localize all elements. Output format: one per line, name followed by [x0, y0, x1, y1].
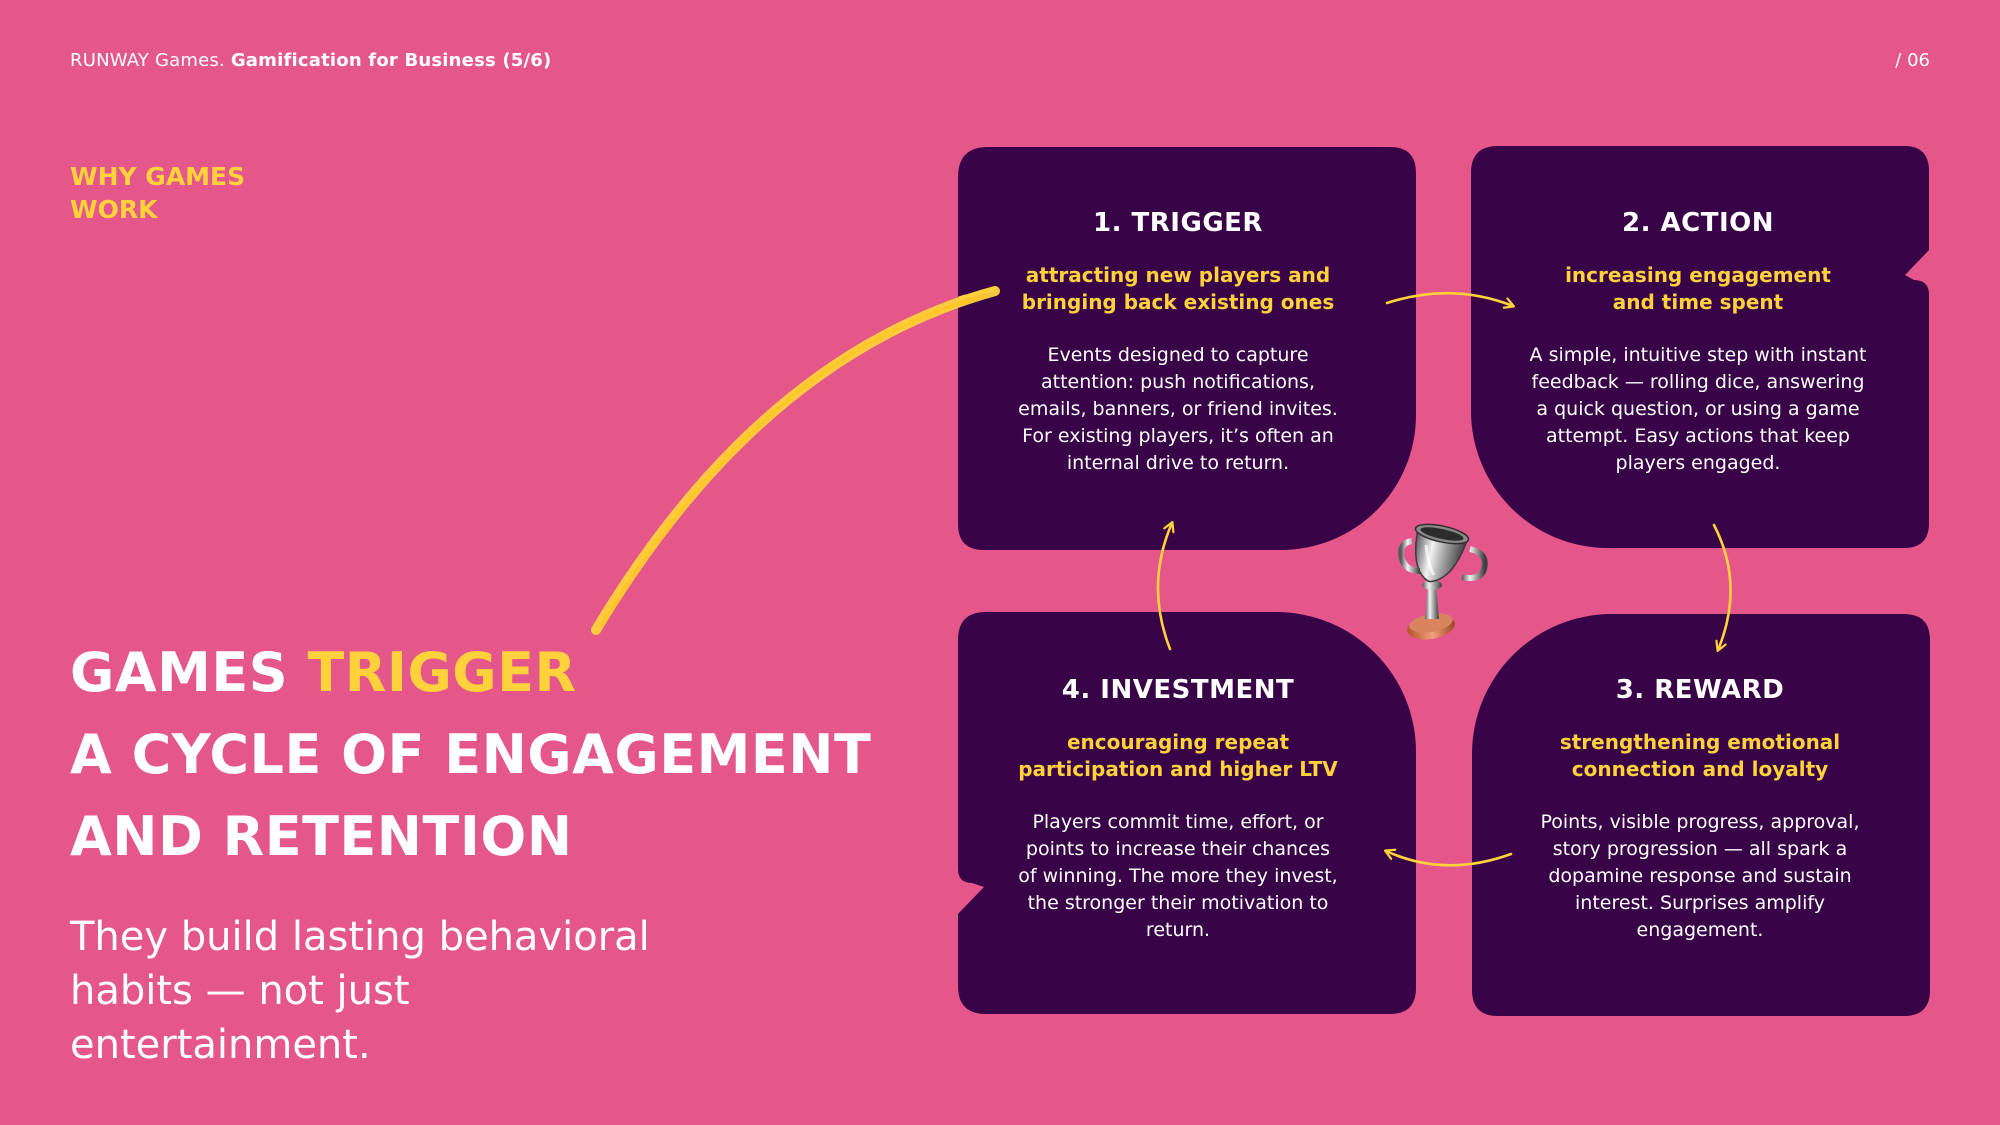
card-trigger: 1. TRIGGER attracting new players and br…	[958, 206, 1398, 477]
card-title: 4. INVESTMENT	[1061, 675, 1295, 705]
card-title: 3. REWARD	[1615, 675, 1785, 705]
card-description: Points, visible progress, approval, stor…	[1540, 811, 1860, 941]
arrow-left-icon	[1386, 851, 1513, 867]
headline: GAMES TRIGGER A CYCLE OF ENGAGEMENT AND …	[70, 632, 871, 878]
card-title: 2. ACTION	[1622, 208, 1774, 238]
headline-part-1: GAMES	[70, 641, 308, 704]
arrow-down-icon	[1712, 523, 1732, 650]
card-description: A simple, intuitive step with instant fe…	[1529, 344, 1867, 474]
card-investment: 4. INVESTMENT encouraging repeat partici…	[958, 673, 1398, 944]
header-brand: RUNWAY Games. Gamification for Business …	[70, 50, 551, 71]
card-tagline: attracting new players and bringing back…	[1021, 263, 1335, 314]
chalk-stroke-icon	[591, 286, 1000, 635]
arrow-up-icon	[1156, 523, 1172, 651]
card-investment-shape	[958, 612, 1416, 1014]
brand-name: RUNWAY Games.	[70, 50, 225, 71]
card-description: Players commit time, effort, or points t…	[1018, 811, 1338, 941]
card-action: 2. ACTION increasing engagement and time…	[1478, 206, 1918, 477]
card-tagline: increasing engagement and time spent	[1565, 263, 1831, 314]
card-action-shape	[1471, 146, 1929, 548]
headline-line-1: GAMES TRIGGER	[70, 632, 871, 714]
card-reward-shape	[1472, 614, 1930, 1016]
card-trigger-shape	[958, 147, 1416, 550]
card-reward: 3. REWARD strengthening emotional connec…	[1480, 673, 1920, 944]
headline-accent: TRIGGER	[307, 641, 577, 704]
section-label: WHY GAMES WORK	[70, 162, 246, 224]
card-tagline: strengthening emotional connection and l…	[1559, 730, 1841, 781]
page-number: / 06	[1895, 50, 1930, 71]
trophy-icon	[1398, 523, 1488, 640]
card-title: 1. TRIGGER	[1093, 208, 1263, 238]
subtitle: They build lasting behavioral habits — n…	[70, 914, 650, 1068]
headline-line-3: AND RETENTION	[70, 805, 573, 868]
arrow-right-icon	[1385, 291, 1513, 306]
card-description: Events designed to capture attention: pu…	[1018, 344, 1338, 474]
deck-title: Gamification for Business (5/6)	[230, 50, 552, 71]
headline-line-2: A CYCLE OF ENGAGEMENT	[70, 723, 872, 786]
card-tagline: encouraging repeat participation and hig…	[1018, 730, 1338, 781]
